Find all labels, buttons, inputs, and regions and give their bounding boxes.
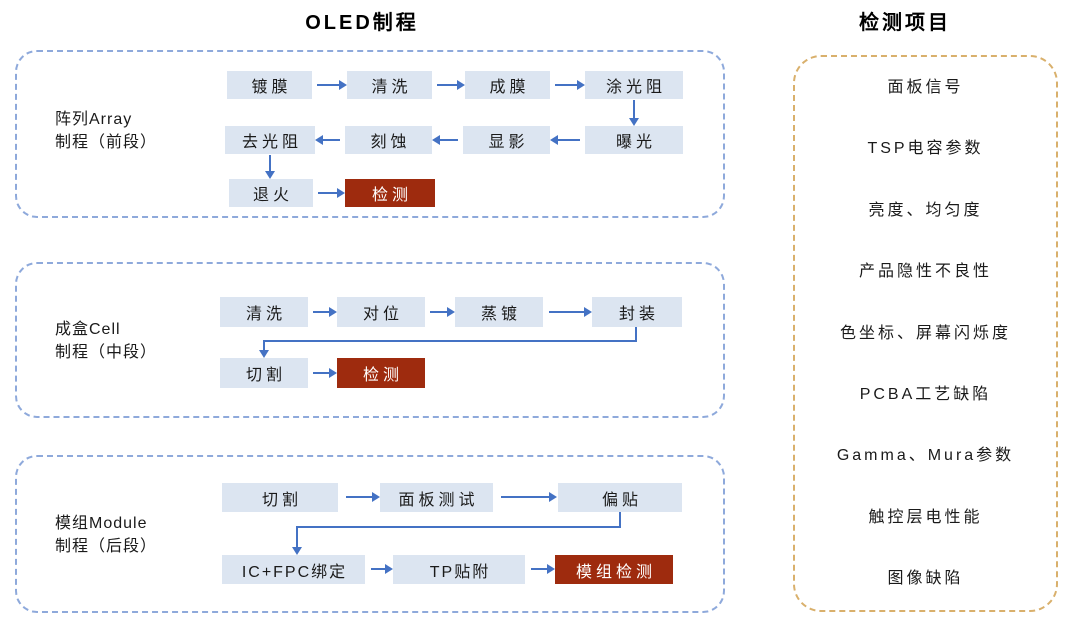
flow-arrow [371,564,393,574]
flow-arrow [555,80,585,90]
flow-connector [619,512,621,528]
stage-cell-label-line2: 制程（中段） [55,344,158,362]
node-module-cutting: 切割 [222,483,338,512]
node-cleaning: 清洗 [347,71,432,99]
node-coating: 镀膜 [227,71,312,99]
inspection-item: 色坐标、屏幕闪烁度 [839,324,1011,342]
inspection-item: PCBA工艺缺陷 [859,385,992,403]
node-alignment: 对位 [337,297,425,327]
node-panel-test: 面板测试 [380,483,493,512]
node-etching: 刻蚀 [345,126,432,154]
flow-connector [297,526,621,528]
flow-arrow [313,307,337,317]
inspection-item: TSP电容参数 [867,140,984,158]
flow-arrow [313,368,337,378]
inspection-item: 亮度、均匀度 [868,201,983,219]
node-exposure: 曝光 [585,126,683,154]
inspection-item: 产品隐性不良性 [858,263,992,281]
flow-arrow [317,80,347,90]
node-annealing: 退火 [229,179,313,207]
flow-arrow [629,100,639,126]
node-inspection-cell: 检测 [337,358,425,388]
flow-arrow [531,564,555,574]
node-developing: 显影 [463,126,550,154]
stage-module-label-line1: 模组Module [55,515,148,532]
stage-array-label: 阵列Array 制程（前段） [55,108,157,154]
flow-arrow [259,340,269,358]
flow-arrow [315,135,340,145]
stage-module-label: 模组Module 制程（后段） [55,512,157,558]
process-flow-title: OLED制程 [305,12,419,34]
flow-arrow [265,155,275,179]
flow-arrow [430,307,455,317]
inspection-item: 触控层电性能 [868,508,983,526]
flow-arrow [501,492,557,502]
node-evaporation: 蒸镀 [455,297,543,327]
inspection-title: 检测项目 [859,12,951,34]
node-film-formation: 成膜 [465,71,550,99]
stage-array-box [15,50,725,218]
node-photoresist-coating: 涂光阻 [585,71,683,99]
stage-array-label-line2: 制程（前段） [55,134,158,152]
node-module-inspection: 模组检测 [555,555,673,584]
inspection-item: Gamma、Mura参数 [836,447,1015,465]
flow-arrow [549,307,592,317]
flow-connector [635,327,637,342]
node-encapsulation: 封装 [592,297,682,327]
flow-arrow [550,135,580,145]
flow-arrow [318,188,345,198]
stage-module-box [15,455,725,613]
flow-arrow [432,135,458,145]
node-cell-cutting: 切割 [220,358,308,388]
inspection-item: 图像缺陷 [887,570,964,587]
stage-cell-box [15,262,725,418]
inspection-item: 面板信号 [887,79,964,96]
node-cell-cleaning: 清洗 [220,297,308,327]
flow-connector [264,340,637,342]
stage-array-label-line1: 阵列Array [55,111,133,128]
stage-cell-label-line1: 成盒Cell [55,321,121,338]
flow-arrow [346,492,380,502]
flow-arrow [437,80,465,90]
node-ic-fpc-bonding: IC+FPC绑定 [222,555,365,584]
flow-arrow [292,526,302,555]
node-inspection-array: 检测 [345,179,435,207]
stage-cell-label: 成盒Cell 制程（中段） [55,318,157,364]
node-tp-attach: TP贴附 [393,555,525,584]
node-lamination: 偏贴 [558,483,682,512]
inspection-panel: 面板信号 TSP电容参数 亮度、均匀度 产品隐性不良性 色坐标、屏幕闪烁度 PC… [793,55,1058,612]
stage-module-label-line2: 制程（后段） [55,538,158,556]
node-photoresist-strip: 去光阻 [225,126,315,154]
